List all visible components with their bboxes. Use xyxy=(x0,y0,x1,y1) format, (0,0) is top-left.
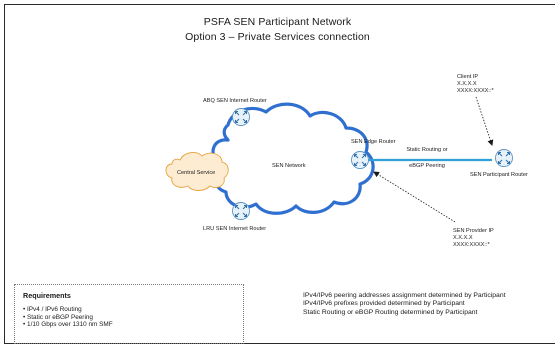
client-ip-v4: X.X.X.X xyxy=(457,81,477,87)
diagram-title: PSFA SEN Participant Network xyxy=(203,16,352,28)
sen-network-label: SEN Network xyxy=(272,163,306,169)
link-label-line1: Static Routing or xyxy=(406,147,448,153)
central-service-label: Central Service xyxy=(177,170,216,176)
diagram-subtitle: Option 3 – Private Services connection xyxy=(185,31,370,43)
central-service-cloud xyxy=(165,152,229,191)
lru-router-icon xyxy=(232,202,250,220)
lru-router-label: LRU SEN Internet Router xyxy=(203,226,267,232)
participant-notes: IPv4/IPv6 peering addresses assignment d… xyxy=(303,292,555,317)
provider-ip-arrow xyxy=(373,171,456,223)
note-line: Static Routing or eBGP Routing determine… xyxy=(303,308,478,316)
requirement-item: • IPv4 / IPv6 Routing xyxy=(23,306,82,313)
client-ip-arrow xyxy=(475,96,494,146)
client-ip-v6: XXXX:XXXX::* xyxy=(457,88,494,94)
participant-router-icon xyxy=(495,149,513,167)
link-label-line2: eBGP Peering xyxy=(409,163,445,169)
note-line: IPv4/IPv6 prefixes provided determined b… xyxy=(303,300,465,308)
provider-ip-title: SEN Provider IP xyxy=(453,228,494,234)
note-line: IPv4/IPv6 peering addresses assignment d… xyxy=(303,292,506,299)
abq-router-label: ABQ SEN Internet Router xyxy=(203,98,267,104)
participant-router-label: SEN Participant Router xyxy=(470,172,528,178)
abq-router-icon xyxy=(232,108,250,126)
provider-ip-v6: XXXX:XXXX::* xyxy=(453,242,490,248)
edge-router-label: SEN Edge Router xyxy=(351,139,396,145)
requirement-item: • Static or eBGP Peering xyxy=(23,313,93,321)
client-ip-title: Client IP xyxy=(457,74,479,80)
edge-router-icon xyxy=(351,151,369,169)
requirement-item: • 1/10 Gbps over 1310 nm SMF xyxy=(23,321,113,329)
requirements-box: Requirements • IPv4 / IPv6 Routing • Sta… xyxy=(14,284,244,344)
requirements-title: Requirements xyxy=(23,291,71,300)
network-diagram xyxy=(165,96,513,223)
provider-ip-v4: X.X.X.X xyxy=(453,235,473,241)
